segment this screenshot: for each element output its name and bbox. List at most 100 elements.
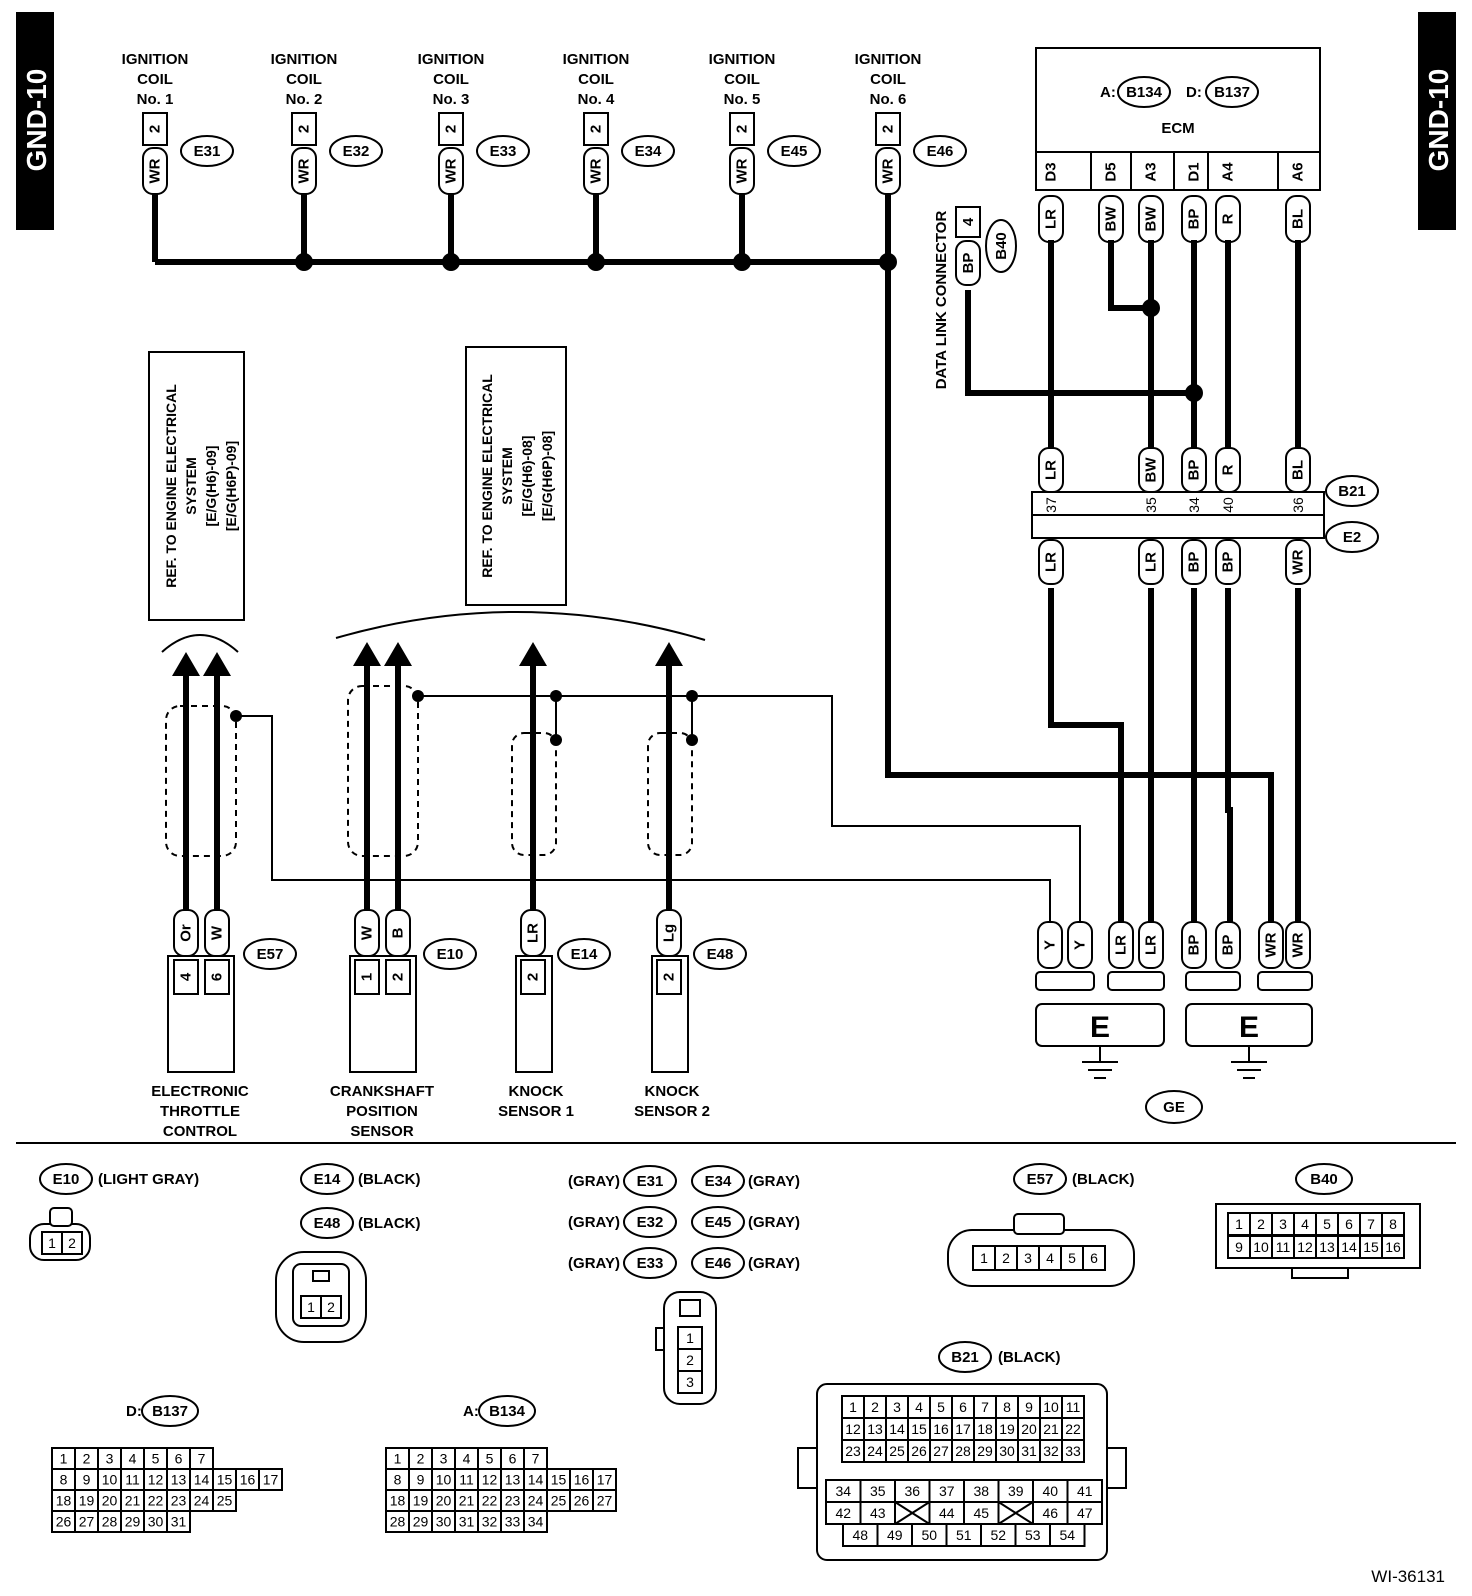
terminal-number: 47 <box>1077 1505 1093 1521</box>
ecm-pin-A4: A4 <box>1220 162 1237 182</box>
terminal-number: 8 <box>394 1472 402 1488</box>
terminal-number: 53 <box>1025 1527 1041 1543</box>
ecm-title: ECM <box>1161 120 1194 137</box>
page-tag-left-text: GND-10 <box>21 69 52 172</box>
terminal-number: 25 <box>217 1493 233 1509</box>
terminal-number: 1 <box>394 1451 402 1467</box>
coil-pin-box <box>875 112 901 146</box>
ground-wire-box <box>1181 921 1207 969</box>
coil-label-line: IGNITION <box>271 51 338 68</box>
sensor-label-line: CRANKSHAFT <box>330 1083 434 1100</box>
terminal-number: 36 <box>904 1483 920 1499</box>
sensor-pin: 2 <box>661 973 678 981</box>
terminal-number: 8 <box>1389 1216 1397 1232</box>
terminal-number: 24 <box>194 1493 210 1509</box>
sensor-pin: 2 <box>525 973 542 981</box>
arc-sensors <box>335 611 706 641</box>
coil-label-line: COIL <box>137 71 173 88</box>
terminal-number: 49 <box>887 1527 903 1543</box>
terminal-number: 21 <box>125 1493 141 1509</box>
joint-bottom-wire-box <box>1285 539 1311 585</box>
terminal-number: 1 <box>980 1250 988 1266</box>
terminal-number: 29 <box>125 1514 141 1530</box>
coil-connector: E32 <box>343 143 370 160</box>
terminal-number: 7 <box>198 1451 206 1467</box>
ground-wire: WR <box>1263 932 1280 957</box>
terminal-number: 3 <box>1279 1216 1287 1232</box>
terminal-cell <box>677 1370 703 1394</box>
sensor-pin-box <box>520 959 546 995</box>
terminal-number: 9 <box>83 1472 91 1488</box>
ground-wiring <box>879 253 1301 925</box>
terminal-number: 6 <box>959 1399 967 1415</box>
coil-connector: E33 <box>490 143 517 160</box>
ground-wire-box <box>1285 921 1311 969</box>
conn-coil-color: (GRAY) <box>568 1214 620 1231</box>
conn-coil-id-outline <box>623 1165 677 1197</box>
terminal-cell <box>61 1231 83 1255</box>
ecm-pin-D3: D3 <box>1043 162 1060 181</box>
terminal-number: 50 <box>921 1527 937 1543</box>
terminal-cell <box>212 1489 237 1512</box>
terminal-number: 20 <box>436 1493 452 1509</box>
terminal-cell <box>166 1510 191 1533</box>
coil-connector: E46 <box>927 143 954 160</box>
terminal-number: 21 <box>459 1493 475 1509</box>
page-tag-right-text: GND-10 <box>1423 69 1454 172</box>
ecm-pin-D5: D5 <box>1103 162 1120 181</box>
terminal-number: 3 <box>686 1374 694 1390</box>
terminal-number: 30 <box>148 1514 164 1530</box>
coil-pin: 2 <box>734 125 751 133</box>
ref-box-line: SYSTEM <box>499 447 515 505</box>
coil-label-line: No. 6 <box>870 91 907 108</box>
coil-junction-dot <box>295 253 313 271</box>
terminal-number: 15 <box>911 1421 927 1437</box>
terminal-number: 4 <box>129 1451 137 1467</box>
terminal-number: 25 <box>889 1443 905 1459</box>
terminal-number: 32 <box>1043 1443 1059 1459</box>
data-link-label: DATA LINK CONNECTOR <box>933 211 950 390</box>
ecm-conn-a-prefix: A: <box>1100 84 1116 101</box>
sensor-connector: E48 <box>707 946 734 963</box>
terminal-number: 41 <box>1077 1483 1093 1499</box>
conn-e48-latch <box>312 1270 330 1282</box>
terminal-number: 27 <box>597 1493 613 1509</box>
sensor-label-line: SENSOR 2 <box>634 1103 710 1120</box>
terminal-number: 10 <box>1043 1399 1059 1415</box>
coil-label-line: No. 5 <box>724 91 761 108</box>
terminal-number: 31 <box>459 1514 475 1530</box>
sensor-wire: Lg <box>661 924 678 942</box>
terminal-number: 52 <box>990 1527 1006 1543</box>
terminal-blank-cross <box>997 1501 1034 1525</box>
ground-wire-box <box>1258 921 1284 969</box>
conn-b21-color: (BLACK) <box>998 1349 1060 1366</box>
sensor-label-line: POSITION <box>346 1103 418 1120</box>
terminal-number: 25 <box>551 1493 567 1509</box>
ecm-pin-A3: A3 <box>1143 162 1160 181</box>
sensor-label-line: KNOCK <box>509 1083 564 1100</box>
terminal-number: 14 <box>528 1472 544 1488</box>
coil-label-line: No. 3 <box>433 91 470 108</box>
sensor-connector-outline <box>693 938 747 970</box>
conn-coil-color: (GRAY) <box>748 1214 800 1231</box>
terminal-number: 11 <box>1066 1399 1081 1415</box>
terminal-number: 18 <box>56 1493 72 1509</box>
page-tag-right: GND-10 <box>1418 12 1456 230</box>
terminal-number: 3 <box>1024 1250 1032 1266</box>
joint-top-wire: LR <box>1043 460 1060 480</box>
conn-coil-id-outline <box>691 1206 745 1238</box>
ecm-pin-A6: A6 <box>1290 162 1307 181</box>
coil-label-line: COIL <box>870 71 906 88</box>
arc-throttle <box>161 634 239 653</box>
terminal-number: 16 <box>933 1421 949 1437</box>
ground-wire: LR <box>1143 935 1160 955</box>
ref-box-line: [E/G(H6P)-08] <box>539 431 555 521</box>
terminal-cell <box>1082 1245 1106 1271</box>
